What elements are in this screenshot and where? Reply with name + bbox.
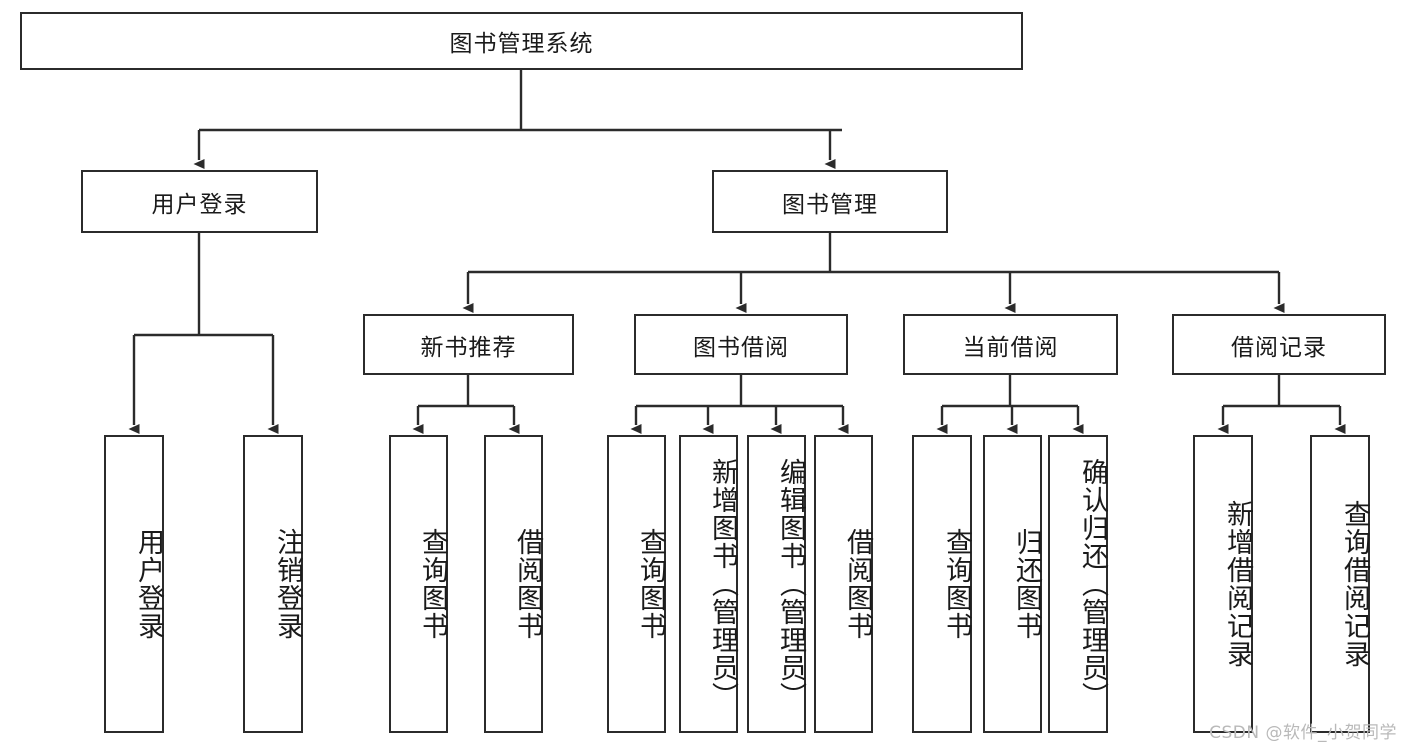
node-label: 归还图书 — [1011, 528, 1042, 640]
leaf-borrow-record-query[interactable]: 查询借阅记录 — [1310, 435, 1370, 733]
node-book-management[interactable]: 图书管理 — [712, 170, 948, 233]
node-label: 新增借阅记录 — [1222, 500, 1253, 668]
node-borrow-record[interactable]: 借阅记录 — [1172, 314, 1386, 375]
leaf-book-borrow-borrow[interactable]: 借阅图书 — [814, 435, 873, 733]
node-label: 借阅图书 — [842, 528, 873, 640]
leaf-current-borrow-query[interactable]: 查询图书 — [912, 435, 972, 733]
leaf-book-borrow-add[interactable]: 新增图书（管理员） — [679, 435, 738, 733]
node-label: 确认归还（管理员） — [1077, 458, 1108, 710]
node-label: 查询图书 — [635, 528, 666, 640]
node-label: 图书借阅 — [693, 334, 789, 361]
node-label: 图书管理 — [782, 191, 878, 218]
leaf-borrow-record-add[interactable]: 新增借阅记录 — [1193, 435, 1253, 733]
node-label: 新增图书（管理员） — [707, 458, 738, 710]
node-label: 编辑图书（管理员） — [775, 458, 806, 710]
leaf-current-borrow-confirm-return[interactable]: 确认归还（管理员） — [1048, 435, 1108, 733]
node-label: 当前借阅 — [962, 334, 1059, 361]
node-label: 查询图书 — [941, 528, 972, 640]
node-label: 借阅记录 — [1231, 334, 1327, 361]
node-current-borrow[interactable]: 当前借阅 — [903, 314, 1118, 375]
leaf-new-book-borrow[interactable]: 借阅图书 — [484, 435, 543, 733]
node-user-login[interactable]: 用户登录 — [81, 170, 318, 233]
leaf-book-borrow-query[interactable]: 查询图书 — [607, 435, 666, 733]
watermark: CSDN @软件_小贺同学 — [1209, 723, 1397, 743]
leaf-user-login-login[interactable]: 用户登录 — [104, 435, 164, 733]
node-label: 查询借阅记录 — [1339, 500, 1370, 668]
node-label: 新书推荐 — [420, 334, 517, 361]
leaf-current-borrow-return[interactable]: 归还图书 — [983, 435, 1042, 733]
node-label: 注销登录 — [272, 528, 303, 640]
node-label: 用户登录 — [151, 191, 248, 218]
node-label: 借阅图书 — [512, 528, 543, 640]
node-label: 查询图书 — [417, 528, 448, 640]
node-book-management-system[interactable]: 图书管理系统 — [20, 12, 1023, 70]
node-new-book-recommend[interactable]: 新书推荐 — [363, 314, 574, 375]
node-book-borrow[interactable]: 图书借阅 — [634, 314, 848, 375]
node-label: 图书管理系统 — [449, 31, 594, 57]
node-label: 用户登录 — [133, 528, 164, 640]
leaf-user-login-logout[interactable]: 注销登录 — [243, 435, 303, 733]
leaf-book-borrow-edit[interactable]: 编辑图书（管理员） — [747, 435, 806, 733]
leaf-new-book-query[interactable]: 查询图书 — [389, 435, 448, 733]
